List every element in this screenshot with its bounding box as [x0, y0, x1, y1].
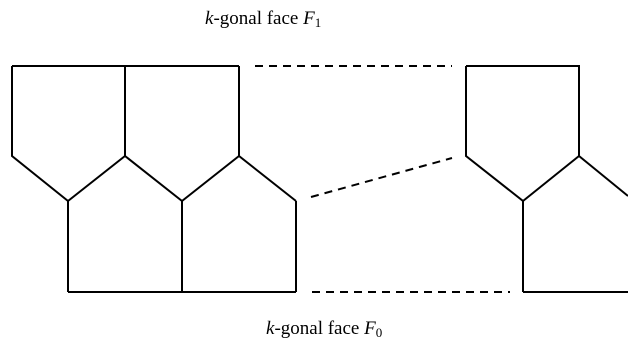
dashed-middle — [310, 157, 453, 198]
right-fragment-left — [465, 66, 524, 292]
bottom-face-label: k-gonal face F0 — [266, 318, 382, 341]
label-text: -gonal face — [274, 318, 365, 339]
right-fragment-top — [466, 65, 580, 156]
label-text: -gonal face — [213, 8, 304, 29]
top-face-label: k-gonal face F1 — [205, 8, 321, 31]
face-subscript: 0 — [375, 325, 383, 340]
face-symbol: F — [303, 8, 315, 29]
middle-zigzag — [67, 154, 297, 203]
right-fragment-zig — [522, 155, 580, 202]
k-variable: k — [266, 318, 275, 339]
k-variable: k — [205, 8, 214, 29]
left-edge — [11, 66, 69, 202]
face-symbol: F — [364, 318, 376, 339]
right-fragment-tail — [578, 155, 628, 197]
face-subscript: 1 — [314, 15, 322, 30]
